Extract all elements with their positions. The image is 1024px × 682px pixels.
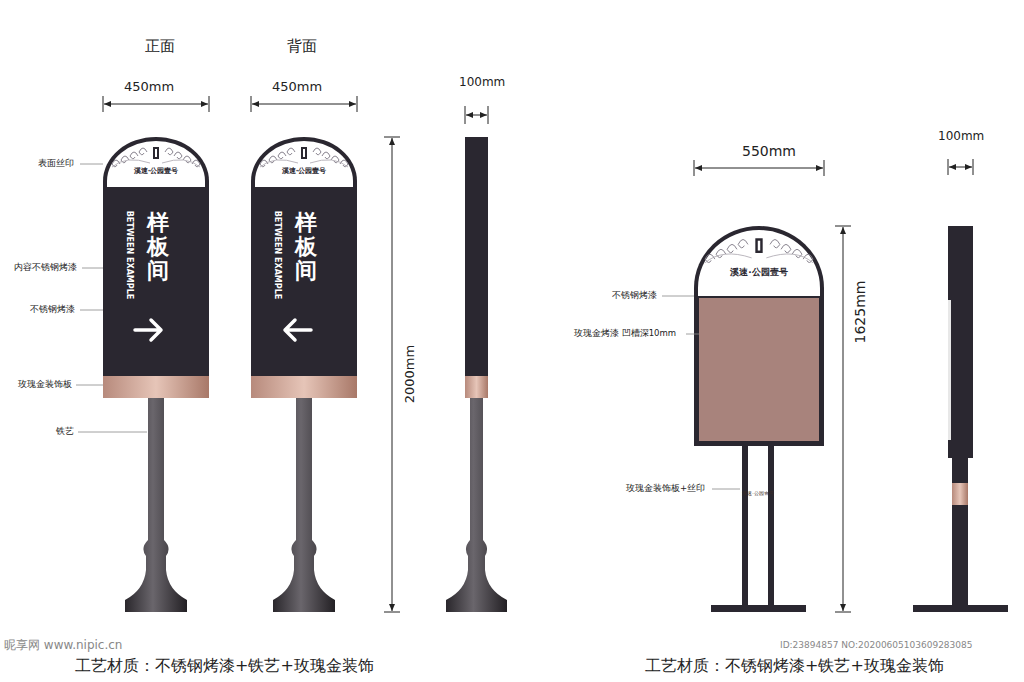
decor-plate: 溪速·公园壹号 <box>740 483 776 505</box>
callout: 内容不锈钢烤漆 <box>14 262 77 272</box>
dimension: 100mm <box>938 129 984 143</box>
back-sign <box>251 376 357 612</box>
logo-arch: 溪速·公园壹号 <box>103 137 209 189</box>
callout: 不锈钢烤漆 <box>612 290 657 300</box>
sign-subtitle: BETWEEN EXAMPLE <box>273 211 281 299</box>
logo-arch: 溪速·公园壹号 <box>251 137 357 189</box>
right-sign <box>694 294 824 612</box>
side-view <box>446 137 507 612</box>
front-sign <box>103 376 209 612</box>
dimension: 100mm <box>459 75 505 89</box>
logo-text: 溪速·公园壹号 <box>103 168 209 176</box>
dimension: 450mm <box>124 79 174 95</box>
view-heading: 背面 <box>287 37 317 55</box>
callout: 表面丝印 <box>38 158 74 168</box>
dimension: 450mm <box>272 79 322 95</box>
sign-subtitle: BETWEEN EXAMPLE <box>125 211 133 299</box>
direction-arrow <box>129 315 169 345</box>
callout: 不锈钢烤漆 <box>30 304 75 314</box>
dimension-lines <box>103 96 973 612</box>
callout: 玫瑰金烤漆 凹槽深10mm <box>574 328 676 338</box>
sign-title: 样板间 <box>147 211 169 284</box>
logo-text: 溪速·公园壹号 <box>251 168 357 176</box>
leader-lines <box>76 164 740 489</box>
plate-text: 溪速·公园壹号 <box>740 483 776 505</box>
sign-panel: 样板间 BETWEEN EXAMPLE <box>103 187 209 376</box>
view-heading: 正面 <box>145 37 175 55</box>
sign-title: 样板间 <box>295 211 317 284</box>
callout: 玫瑰金装饰板 <box>18 379 72 389</box>
arch-shape <box>103 137 209 189</box>
arch-shape <box>251 137 357 189</box>
dimension: 1625mm <box>852 281 869 344</box>
arch-shape <box>694 226 824 296</box>
watermark: ID:23894857 NO:20200605103609283085 <box>780 640 973 651</box>
logo-arch: 溪速·公园壹号 <box>694 226 824 296</box>
logo-text: 溪速·公园壹号 <box>694 268 824 278</box>
direction-arrow <box>277 315 317 345</box>
dimension: 550mm <box>742 143 796 160</box>
material-note: 工艺材质：不锈钢烤漆+铁艺+玫瑰金装饰 <box>645 656 944 675</box>
dimension: 2000mm <box>402 345 418 403</box>
callout: 玫瑰金装饰板+丝印 <box>626 483 705 493</box>
callout: 铁艺 <box>56 426 74 436</box>
material-note: 工艺材质：不锈钢烤漆+铁艺+玫瑰金装饰 <box>75 656 374 675</box>
right-side-view <box>913 226 1008 612</box>
watermark: 昵享网 www.nipic.cn <box>4 638 122 652</box>
sign-panel: 样板间 BETWEEN EXAMPLE <box>251 187 357 376</box>
